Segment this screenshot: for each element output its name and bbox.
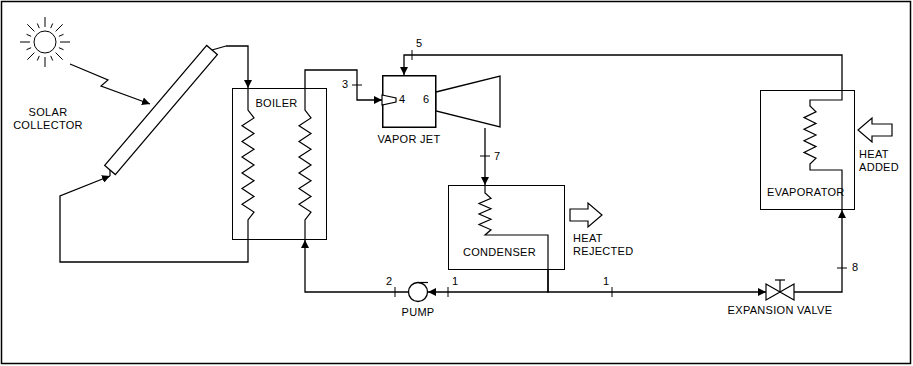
component-label: SOLAR COLLECTOR <box>8 106 88 132</box>
coils <box>242 88 842 270</box>
station-number: 3 <box>341 78 349 91</box>
station-number: 6 <box>422 93 430 106</box>
evaporator-box: EVAPORATOR <box>760 90 855 210</box>
station-number: 2 <box>385 275 393 288</box>
sun-ray <box>56 24 63 31</box>
pipe-connector <box>226 46 248 88</box>
sun <box>34 31 56 53</box>
boiler-box: BOILER <box>232 88 327 240</box>
heat-rejected-arrow <box>570 203 602 227</box>
pipe-connector <box>484 128 485 185</box>
sun-ray <box>37 24 39 29</box>
station-number: 5 <box>415 37 423 50</box>
expansion-valve: EXPANSION VALVE <box>766 284 794 300</box>
heat-exchanger-coil <box>242 88 254 240</box>
pipe-connector <box>794 210 842 292</box>
component-label: CONDENSER <box>463 246 536 259</box>
pipe-connector <box>305 70 382 100</box>
sun-rays <box>20 17 70 67</box>
sun-ray <box>37 56 39 61</box>
pump: PUMP <box>408 282 428 302</box>
station-ticks <box>352 50 847 297</box>
sun-ray <box>60 42 70 43</box>
pipe-connector <box>548 270 766 292</box>
sun-ray <box>20 42 30 43</box>
pipe-connector <box>305 240 408 292</box>
sun-ray <box>51 56 53 61</box>
solar-collector-outline <box>100 36 226 176</box>
pump-outline <box>408 282 428 302</box>
heat-label: HEAT ADDED <box>858 148 906 174</box>
component-label: VAPOR JET <box>372 133 446 146</box>
expansion-valve-outline <box>766 284 794 300</box>
sun-ray <box>45 17 46 27</box>
solar-collector: SOLAR COLLECTOR <box>100 36 226 176</box>
sun-ray <box>56 53 63 60</box>
sun-ray <box>51 24 53 29</box>
sun-ray <box>27 34 32 36</box>
component-label: EVAPORATOR <box>767 186 845 199</box>
station-number: 8 <box>851 261 859 274</box>
component-label: BOILER <box>233 97 320 110</box>
condenser-box: CONDENSER <box>448 185 565 270</box>
sun-ray <box>27 48 32 50</box>
sun-ray <box>27 24 34 31</box>
pipe-connector <box>60 176 248 262</box>
sun-ray <box>59 48 64 50</box>
station-number: 1 <box>451 275 459 288</box>
component-label: PUMP <box>388 306 448 319</box>
radiation-arrow <box>70 64 150 104</box>
heat-label: HEAT REJECTED <box>572 232 636 258</box>
heat-exchanger-coil <box>299 88 311 240</box>
station-number: 4 <box>398 93 406 106</box>
pipe-connector <box>428 270 548 292</box>
sun-ray <box>27 53 34 60</box>
heat-added-arrow <box>858 118 892 142</box>
sun-ray <box>45 57 46 67</box>
sun-ray <box>59 34 64 36</box>
component-label: EXPANSION VALVE <box>720 304 840 317</box>
station-number: 7 <box>493 150 501 163</box>
station-number: 1 <box>602 275 610 288</box>
